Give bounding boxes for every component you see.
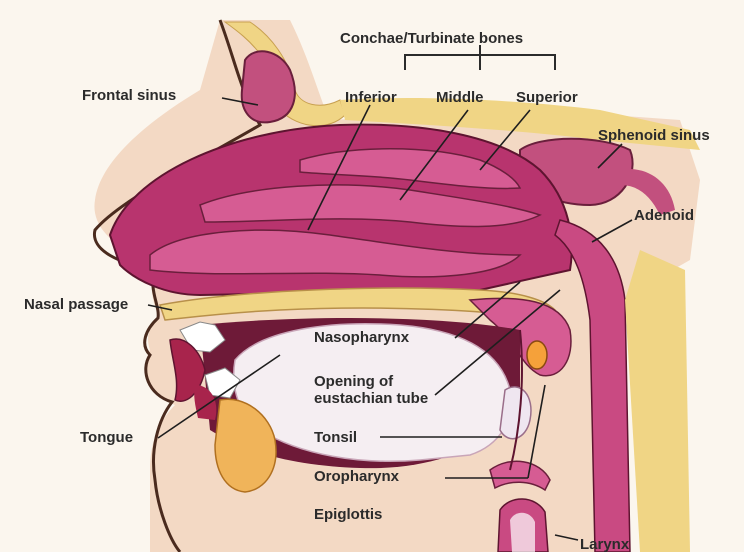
- conchae-bracket: [405, 45, 555, 70]
- label-conchae: Conchae/Turbinate bones: [340, 30, 523, 47]
- label-eustachian-line1: Opening of: [314, 373, 484, 390]
- label-inferior: Inferior: [345, 89, 397, 106]
- label-eustachian-tube: Opening of eustachian tube: [314, 373, 484, 407]
- label-adenoid: Adenoid: [634, 207, 694, 224]
- label-larynx: Larynx: [580, 536, 629, 552]
- label-nasal-passage: Nasal passage: [24, 296, 128, 313]
- tonsil-shape: [500, 387, 531, 439]
- eustachian-opening: [527, 341, 547, 369]
- label-tongue: Tongue: [80, 429, 133, 446]
- label-nasopharynx: Nasopharynx: [314, 329, 409, 346]
- label-epiglottis: Epiglottis: [314, 506, 382, 523]
- label-tonsil: Tonsil: [314, 429, 357, 446]
- label-eustachian-line2: eustachian tube: [314, 390, 484, 407]
- label-frontal-sinus: Frontal sinus: [82, 87, 176, 104]
- label-oropharynx: Oropharynx: [314, 468, 399, 485]
- label-superior: Superior: [516, 89, 578, 106]
- label-middle: Middle: [436, 89, 484, 106]
- label-sphenoid-sinus: Sphenoid sinus: [598, 127, 710, 144]
